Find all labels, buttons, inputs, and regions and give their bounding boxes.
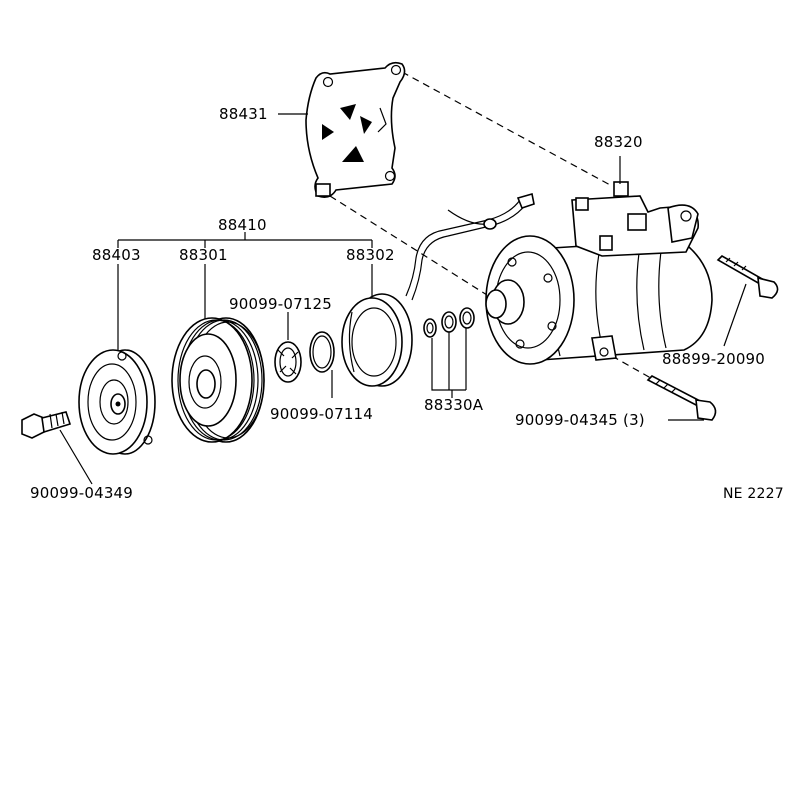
bracket-part — [305, 61, 406, 198]
clutch-assy-bracket — [117, 232, 373, 248]
mount-bolt-part — [646, 375, 717, 421]
leader-center-bolt — [59, 429, 93, 485]
label-compressor: 88320 — [594, 133, 643, 151]
label-pressure-plate: 88403 — [92, 246, 141, 264]
label-clutch-assy: 88410 — [218, 216, 267, 234]
label-snap-ring-b: 90099-07114 — [270, 405, 374, 423]
pulley-part — [171, 317, 265, 443]
label-snap-ring-a: 90099-07125 — [229, 295, 333, 313]
label-bracket: 88431 — [219, 105, 268, 123]
snap-ring-b-part — [309, 331, 335, 373]
long-bolt-part — [716, 255, 779, 299]
label-mount-bolt: 90099-04345 (3) — [515, 411, 645, 429]
pressure-plate-part — [78, 349, 156, 455]
leader-long-bolt — [723, 283, 747, 347]
snap-ring-a-part — [274, 341, 302, 383]
wire-lead — [405, 192, 535, 301]
label-field-coil: 88302 — [346, 246, 395, 264]
compressor-part — [485, 181, 713, 365]
figure-id: NE 2227 — [723, 486, 784, 502]
label-center-bolt: 90099-04349 — [30, 484, 134, 502]
leader-shims — [431, 328, 467, 398]
field-coil-part — [341, 293, 413, 387]
label-pulley: 88301 — [179, 246, 228, 264]
center-bolt-part — [21, 411, 72, 439]
label-shims: 88330A — [424, 396, 484, 414]
label-long-bolt: 88899-20090 — [662, 350, 766, 368]
shims-part — [423, 307, 475, 338]
